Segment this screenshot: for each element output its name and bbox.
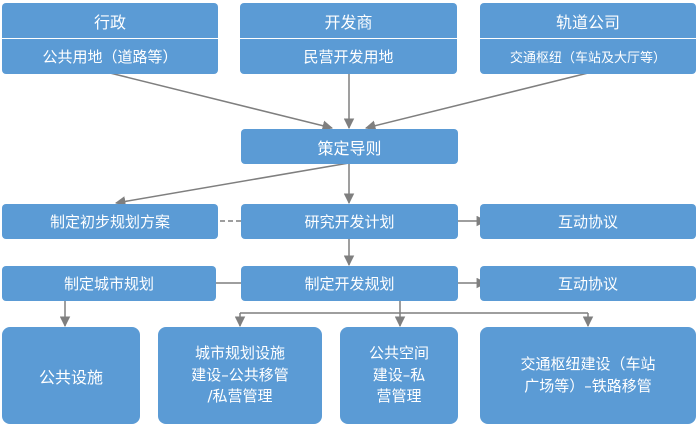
city-facility-box: 城市规划设施 建设–公共移管 /私营管理	[158, 327, 322, 424]
developer-title: 开发商	[240, 3, 457, 39]
city-plan-box: 制定城市规划	[2, 266, 216, 301]
rail-box: 轨道公司 交通枢纽（车站及大厅等）	[480, 3, 696, 74]
admin-box: 行政 公共用地（道路等）	[2, 3, 218, 74]
arrow-rail-to-guideline	[364, 72, 589, 131]
rail-title: 轨道公司	[480, 3, 696, 39]
research-plan-box: 研究开发计划	[241, 204, 458, 239]
admin-title: 行政	[2, 3, 218, 39]
rail-subtitle: 交通枢纽（车站及大厅等）	[509, 51, 666, 66]
developer-subtitle: 民营开发用地	[303, 48, 394, 66]
arrow-devplan-branches	[240, 300, 588, 314]
hub-construction-box: 交通枢纽建设（车站 广场等）–铁路移管	[480, 327, 696, 424]
interaction-agreement-box-2: 互动协议	[480, 266, 696, 301]
development-plan-box: 制定开发规划	[241, 266, 458, 301]
arrow-guideline-to-plan	[114, 162, 350, 207]
arrow-admin-to-guideline	[109, 72, 334, 131]
guideline-box: 策定导则	[241, 129, 458, 164]
public-facility-box: 公共设施	[2, 327, 140, 424]
initial-plan-box: 制定初步规划方案	[2, 204, 218, 239]
developer-box: 开发商 民营开发用地	[240, 3, 457, 74]
interaction-agreement-box-1: 互动协议	[480, 204, 696, 239]
public-space-box: 公共空间 建设–私 营管理	[340, 327, 458, 424]
admin-subtitle: 公共用地（道路等）	[42, 48, 178, 66]
